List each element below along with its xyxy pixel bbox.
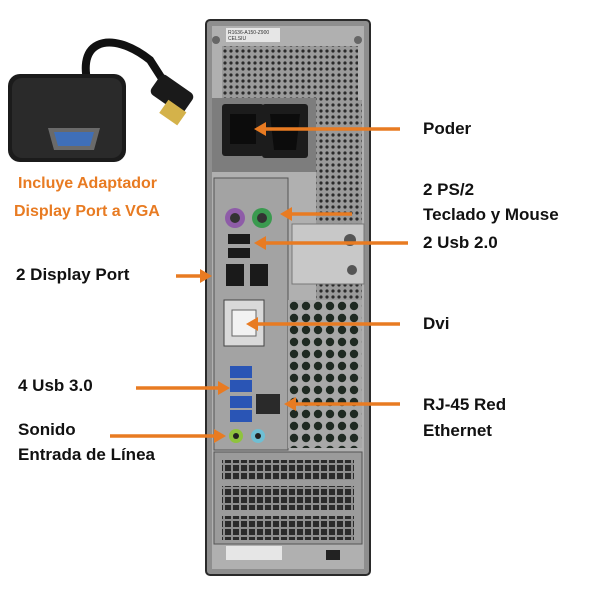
adapter-note-line2: Display Port a VGA bbox=[14, 203, 160, 220]
label-ps2-line2: Teclado y Mouse bbox=[423, 205, 559, 224]
callout-arrows bbox=[110, 122, 408, 443]
label-ps2-line1: 2 PS/2 bbox=[423, 180, 475, 199]
sticker-text-1: R1636-A150-Z900 bbox=[228, 30, 269, 36]
pc-chassis: R1636-A150-Z900 CELSIU bbox=[205, 19, 371, 576]
label-dvi: Dvi bbox=[423, 314, 450, 333]
dp-vga-adapter-image bbox=[8, 38, 194, 162]
label-usb3: 4 Usb 3.0 bbox=[18, 376, 93, 395]
adapter-note-line1: Incluye Adaptador bbox=[18, 175, 157, 192]
label-displayport: 2 Display Port bbox=[16, 265, 130, 284]
label-audio-line2: Entrada de Línea bbox=[18, 445, 155, 464]
label-power: Poder bbox=[423, 119, 472, 138]
label-rj45-line1: RJ-45 Red bbox=[423, 395, 507, 414]
sticker-text-2: CELSIU bbox=[228, 36, 246, 42]
label-rj45-line2: Ethernet bbox=[423, 421, 492, 440]
label-audio-line1: Sonido bbox=[18, 420, 76, 439]
label-usb2: 2 Usb 2.0 bbox=[423, 233, 498, 252]
